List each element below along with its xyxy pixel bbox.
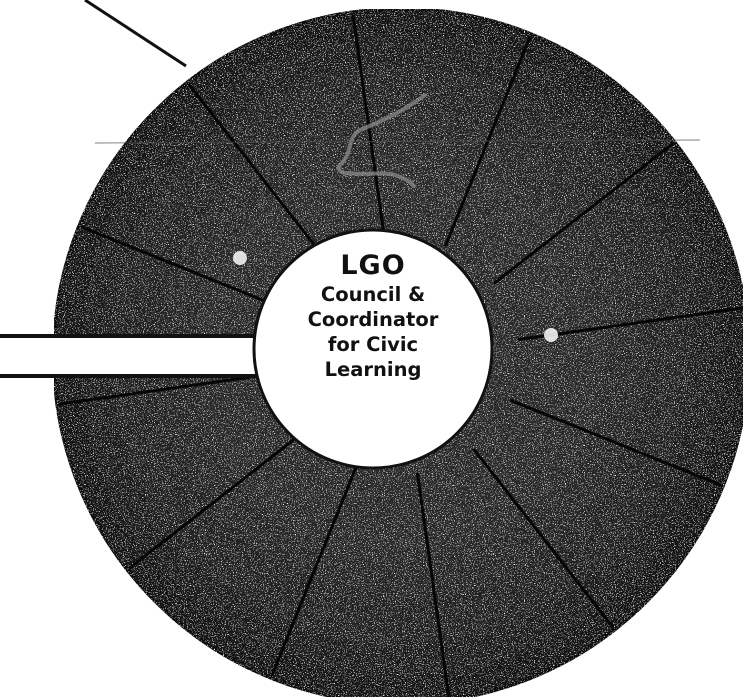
center-title: LGO: [268, 250, 478, 282]
center-line-3: for Civic: [268, 332, 478, 357]
center-label: LGO Council & Coordinator for Civic Lear…: [268, 250, 478, 382]
center-line-1: Council &: [268, 282, 478, 307]
center-line-4: Learning: [268, 357, 478, 382]
connector-bar: [0, 336, 282, 376]
light-spot-left: [233, 251, 247, 265]
center-line-2: Coordinator: [268, 307, 478, 332]
light-spot-right: [544, 328, 558, 342]
connector-line-top: [85, 0, 186, 66]
